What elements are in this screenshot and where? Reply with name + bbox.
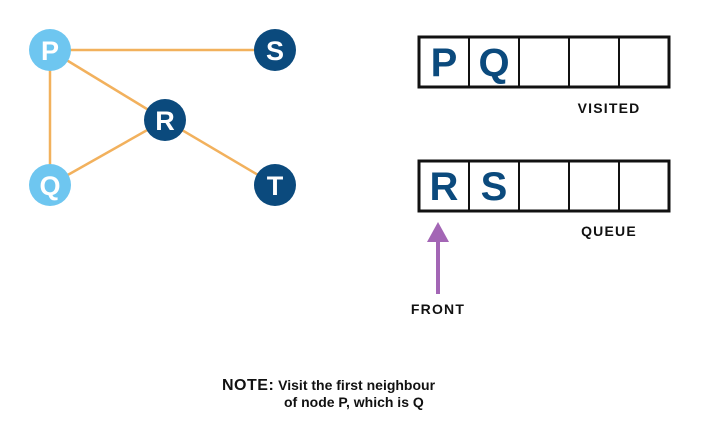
node-label: P xyxy=(41,36,59,66)
node-circle xyxy=(144,99,186,141)
note-label: NOTE: xyxy=(222,377,275,394)
node-t: T xyxy=(254,164,296,206)
node-q: Q xyxy=(29,164,71,206)
front-arrow-head xyxy=(427,222,449,242)
queue-box xyxy=(417,159,671,213)
note-line-2: of node P, which is Q xyxy=(284,394,424,410)
node-s: S xyxy=(254,29,296,71)
note-line-1: NOTE: Visit the first neighbour xyxy=(222,377,435,394)
edge-p-r xyxy=(49,48,166,122)
visited-cell-0: P xyxy=(431,41,458,85)
node-label: T xyxy=(267,171,284,201)
node-label: R xyxy=(155,106,175,136)
node-r: R xyxy=(144,99,186,141)
node-label: S xyxy=(266,36,284,66)
queue-cell-0: R xyxy=(430,165,459,209)
visited-cell-1: Q xyxy=(478,41,509,85)
note: NOTE: Visit the first neighbour of node … xyxy=(222,377,435,410)
node-p: P xyxy=(29,29,71,71)
queue-cell-1: S xyxy=(481,165,508,209)
node-label: Q xyxy=(39,171,60,201)
graph-edges xyxy=(48,48,276,187)
front-caption: FRONT xyxy=(411,301,465,317)
graph-nodes: P S R Q T xyxy=(29,29,296,206)
visited-caption: VISITED xyxy=(578,100,641,116)
node-circle xyxy=(254,164,296,206)
note-text-1: Visit the first neighbour xyxy=(278,377,436,393)
edge-q-r xyxy=(49,118,166,187)
front-arrow xyxy=(427,222,449,294)
node-circle xyxy=(29,164,71,206)
node-circle xyxy=(29,29,71,71)
edge-r-t xyxy=(164,118,276,187)
queue-caption: QUEUE xyxy=(581,223,637,239)
node-circle xyxy=(254,29,296,71)
visited-box xyxy=(417,35,671,89)
